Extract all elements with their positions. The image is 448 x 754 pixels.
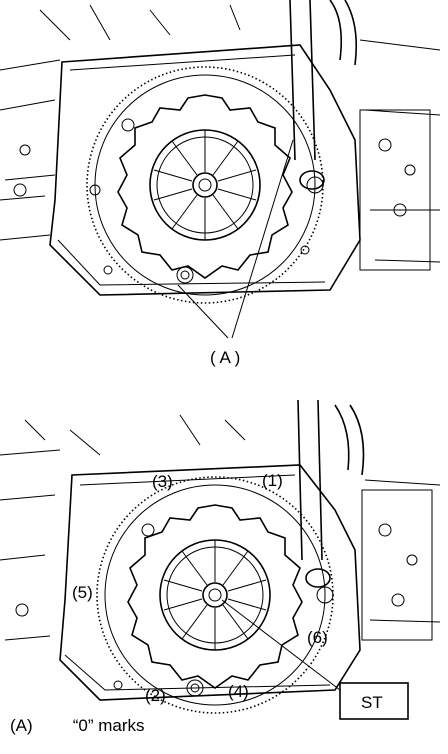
special-tool-box (339, 682, 409, 720)
bottom-clutch-illustration (0, 399, 441, 714)
bolt-label-1: (1) (262, 471, 283, 490)
callout-a-label: ( A ) (210, 348, 240, 367)
legend-text: “0” marks (72, 716, 145, 735)
legend-key: (A) (10, 716, 33, 735)
bolt-label-5: (5) (72, 583, 93, 602)
top-clutch-illustration (0, 0, 441, 339)
legend: (A) “0” marks (10, 716, 145, 736)
bolt-label-6: (6) (307, 628, 328, 647)
bolt-label-3: (3) (152, 472, 173, 491)
special-tool-label: ST (361, 693, 383, 712)
bolt-label-4: (4) (228, 682, 249, 701)
bolt-label-2: (2) (145, 686, 166, 705)
